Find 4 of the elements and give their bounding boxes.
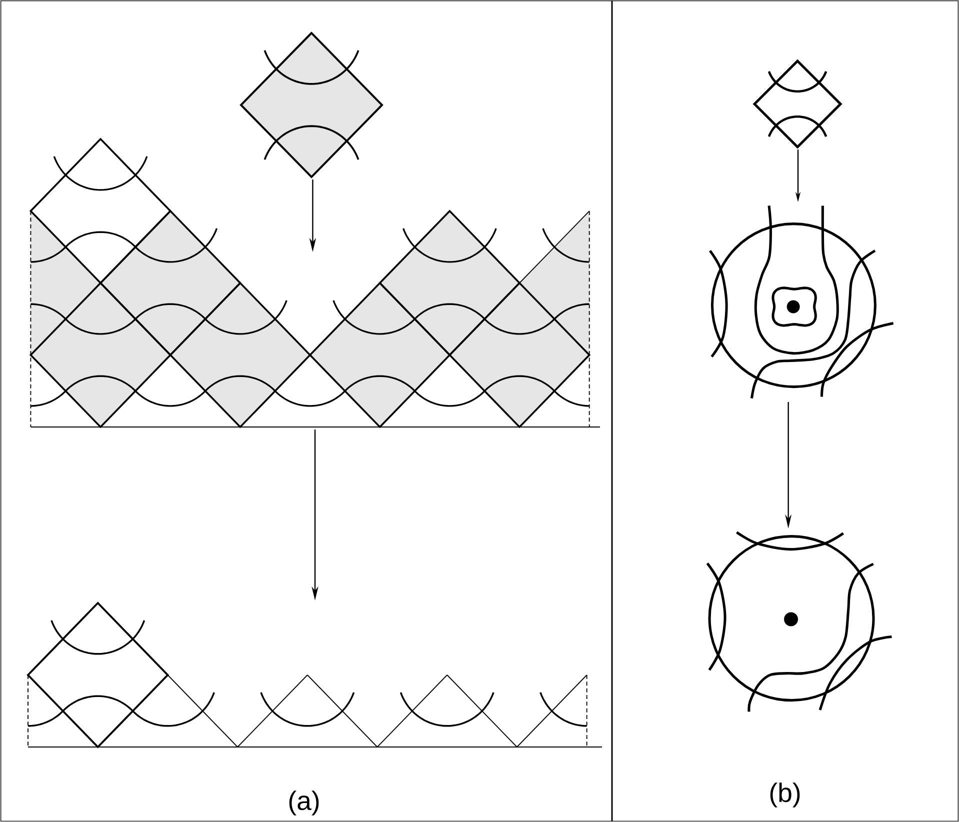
disk-drawing <box>706 531 892 712</box>
panel-label: (a) <box>289 790 319 816</box>
panel-label: (b) <box>770 782 800 808</box>
disk-drawing <box>708 206 894 399</box>
